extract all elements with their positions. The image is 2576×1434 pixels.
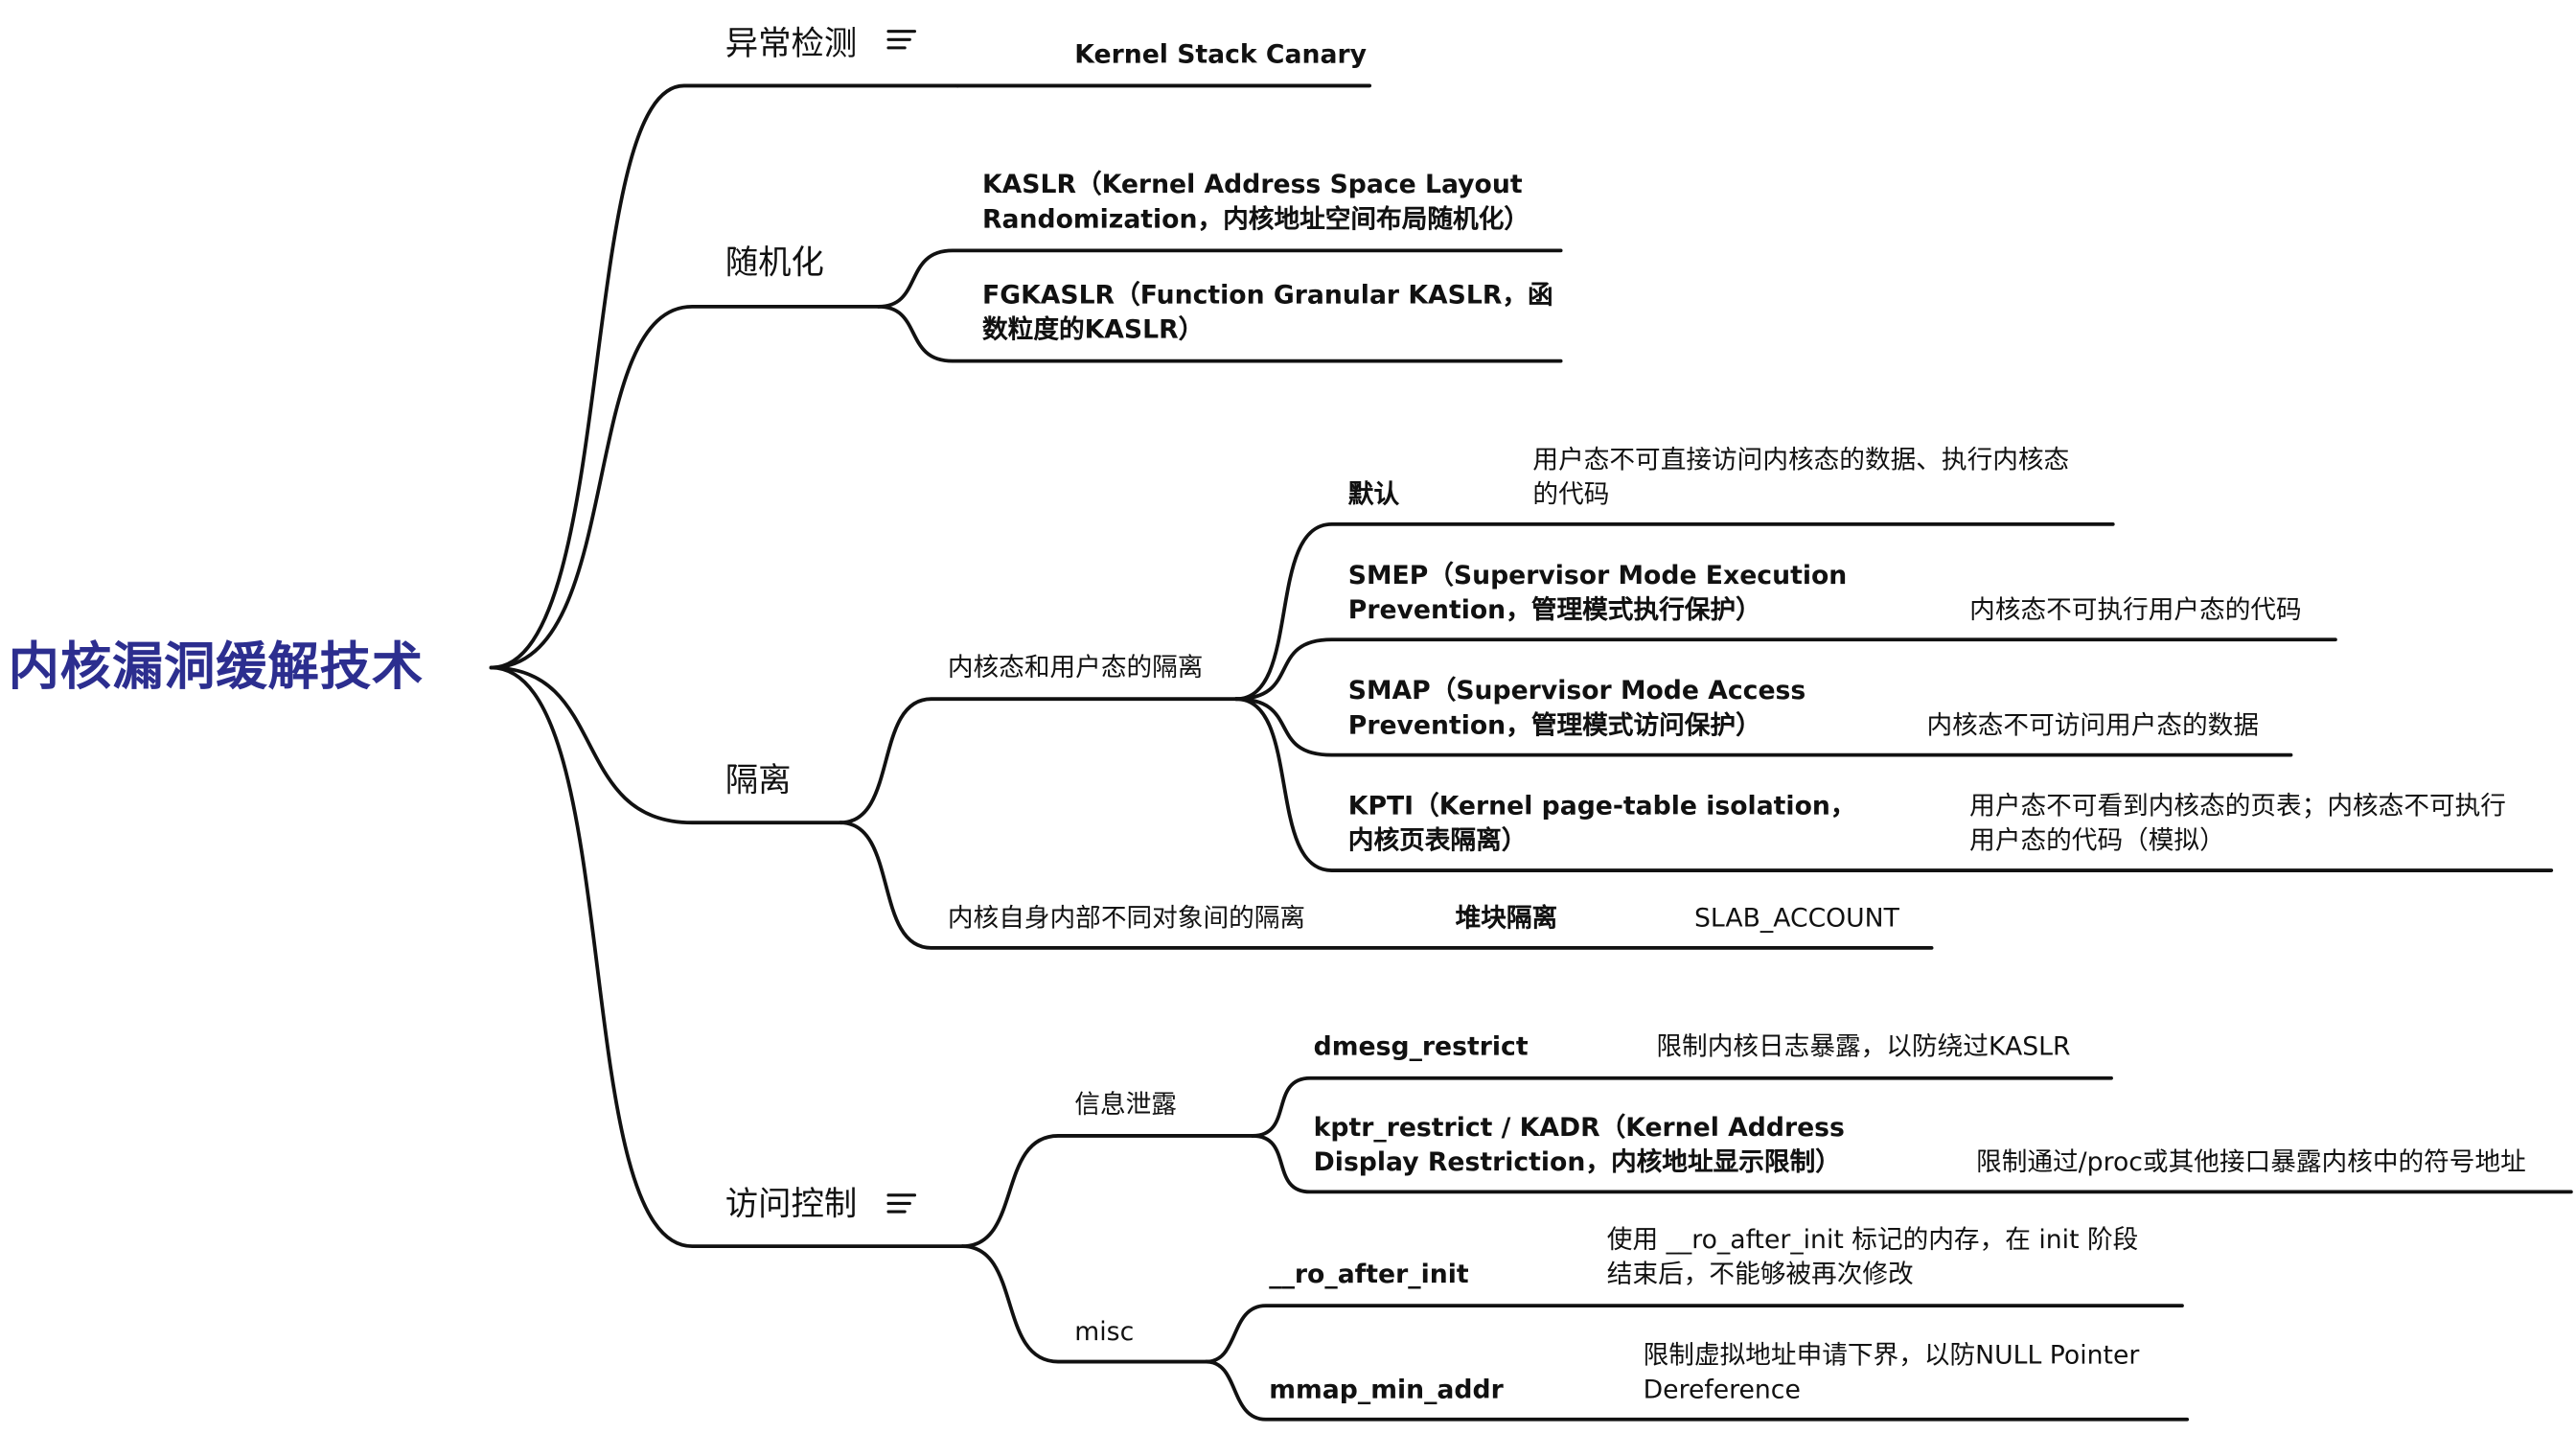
kaslr-line-1: KASLR（Kernel Address Space Layout — [982, 170, 1523, 200]
slab-account-value[interactable]: SLAB_ACCOUNT — [1693, 903, 1899, 934]
topic-ro-after-init[interactable]: __ro_after_init — [1269, 1259, 1469, 1289]
link-access-infoleak — [960, 1134, 1254, 1249]
mmap-min-addr-desc-line-1[interactable]: 限制虚拟地址申请下界，以防NULL Pointer — [1643, 1340, 2140, 1371]
kpti-desc-line-1[interactable]: 用户态不可看到内核态的页表；内核态不可执行 — [1969, 791, 2506, 821]
link-ku-smep — [1233, 637, 2337, 702]
ro-after-init-desc-line-1[interactable]: 使用 __ro_after_init 标记的内存，在 init 阶段 — [1606, 1224, 2139, 1255]
link-ku-default — [1233, 522, 2115, 702]
smep-line-2: Prevention，管理模式执行保护） — [1347, 594, 1761, 625]
mmap-min-addr-desc-line-2[interactable]: Dereference — [1643, 1375, 1801, 1405]
kptr-line-2: Display Restriction，内核地址显示限制） — [1313, 1146, 1841, 1177]
dmesg-restrict-desc[interactable]: 限制内核日志暴露，以防绕过KASLR — [1656, 1031, 2071, 1062]
topic-info-leak[interactable]: 信息泄露 — [1074, 1089, 1177, 1120]
smap-line-2: Prevention，管理模式访问保护） — [1347, 710, 1761, 741]
link-root-random — [489, 304, 881, 670]
smap-desc[interactable]: 内核态不可访问用户态的数据 — [1926, 710, 2260, 741]
topic-internal-isolation[interactable]: 内核自身内部不同对象间的隔离 — [947, 903, 1306, 934]
link-random-kaslr — [876, 248, 1563, 309]
kptr-line-1: kptr_restrict / KADR（Kernel Address — [1313, 1112, 1845, 1143]
link-ku-smap — [1233, 697, 2293, 757]
topic-heap-isolation[interactable]: 堆块隔离 — [1455, 903, 1558, 934]
kpti-line-1: KPTI（Kernel page-table isolation， — [1347, 791, 1856, 821]
smep-line-1: SMEP（Supervisor Mode Execution — [1347, 560, 1848, 590]
fgkaslr-line-2: 数粒度的KASLR） — [982, 314, 1205, 345]
link-ku-kpti — [1233, 697, 2554, 872]
notes-icon[interactable] — [886, 28, 917, 51]
topic-isolation[interactable]: 隔离 — [724, 759, 792, 800]
kaslr-line-2: Randomization，内核地址空间布局随机化） — [982, 204, 1530, 235]
notes-icon[interactable] — [886, 1191, 917, 1214]
fgkaslr-line-1: FGKASLR（Function Granular KASLR，函 — [982, 280, 1553, 311]
topic-randomization[interactable]: 随机化 — [724, 242, 824, 283]
topic-mmap-min-addr[interactable]: mmap_min_addr — [1269, 1375, 1504, 1405]
topic-dmesg-restrict[interactable]: dmesg_restrict — [1313, 1031, 1529, 1062]
smep-desc[interactable]: 内核态不可执行用户态的代码 — [1969, 594, 2302, 625]
link-root-access — [489, 665, 965, 1249]
topic-misc[interactable]: misc — [1074, 1317, 1135, 1348]
link-root-isolation — [489, 665, 842, 825]
topic-kernel-stack-canary[interactable]: Kernel Stack Canary — [1074, 39, 1367, 70]
link-il-dmesg — [1251, 1076, 2113, 1138]
link-access-misc — [960, 1244, 1208, 1364]
kpti-desc-line-2[interactable]: 用户态的代码（模拟） — [1969, 825, 2225, 856]
ro-after-init-desc-line-2[interactable]: 结束后，不能够被再次修改 — [1606, 1259, 1914, 1289]
root-topic[interactable]: 内核漏洞缓解技术 — [8, 637, 424, 698]
topic-anomaly-detection[interactable]: 异常检测 — [724, 23, 858, 63]
default-name: 默认 — [1347, 479, 1400, 510]
kpti-line-2: 内核页表隔离） — [1347, 825, 1528, 856]
default-desc-line-1[interactable]: 用户态不可直接访问内核态的数据、执行内核态 — [1532, 445, 2070, 475]
link-isolation-internal — [839, 821, 1934, 950]
link-isolation-kernel-user — [839, 697, 1238, 825]
smap-line-1: SMAP（Supervisor Mode Access — [1347, 676, 1806, 706]
link-root-anomaly — [489, 83, 960, 670]
link-il-kptr — [1251, 1134, 2573, 1194]
kptr-restrict-desc[interactable]: 限制通过/proc或其他接口暴露内核中的符号地址 — [1976, 1146, 2526, 1177]
link-misc-ro — [1205, 1304, 2184, 1364]
link-misc-mmap — [1205, 1359, 2190, 1422]
default-desc-line-2[interactable]: 的代码 — [1532, 479, 1610, 510]
topic-kernel-user-isolation[interactable]: 内核态和用户态的隔离 — [947, 653, 1204, 682]
topic-access-control[interactable]: 访问控制 — [724, 1183, 858, 1224]
link-random-fgkaslr — [876, 304, 1563, 363]
